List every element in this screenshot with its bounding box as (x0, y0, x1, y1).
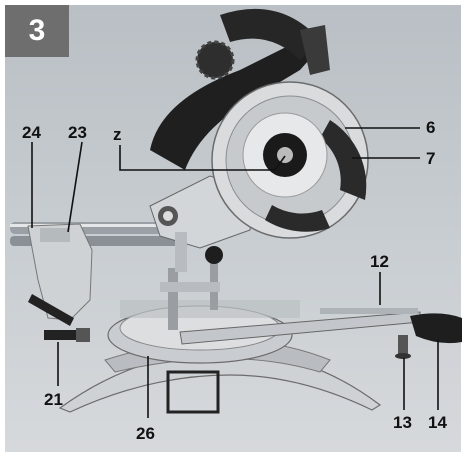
figure-number-badge: 3 (5, 5, 69, 57)
rail-housing (27, 223, 93, 321)
callout-7: 7 (426, 149, 436, 168)
callout-23: 23 (68, 123, 87, 142)
hold-down-clamp (160, 246, 223, 330)
leader-23 (67, 141, 83, 233)
clamp-lever (28, 294, 90, 342)
callout-13: 13 (393, 413, 412, 432)
callout-21: 21 (44, 390, 63, 409)
callout-26: 26 (136, 424, 155, 443)
callout-z: z (113, 125, 122, 144)
callout-12: 12 (370, 252, 389, 271)
leader-z (119, 145, 286, 171)
saw-blade (242, 112, 328, 198)
callout-24: 24 (22, 123, 41, 142)
callout-14: 14 (428, 413, 447, 432)
turntable-handle (410, 313, 462, 344)
callout-6: 6 (426, 118, 436, 137)
